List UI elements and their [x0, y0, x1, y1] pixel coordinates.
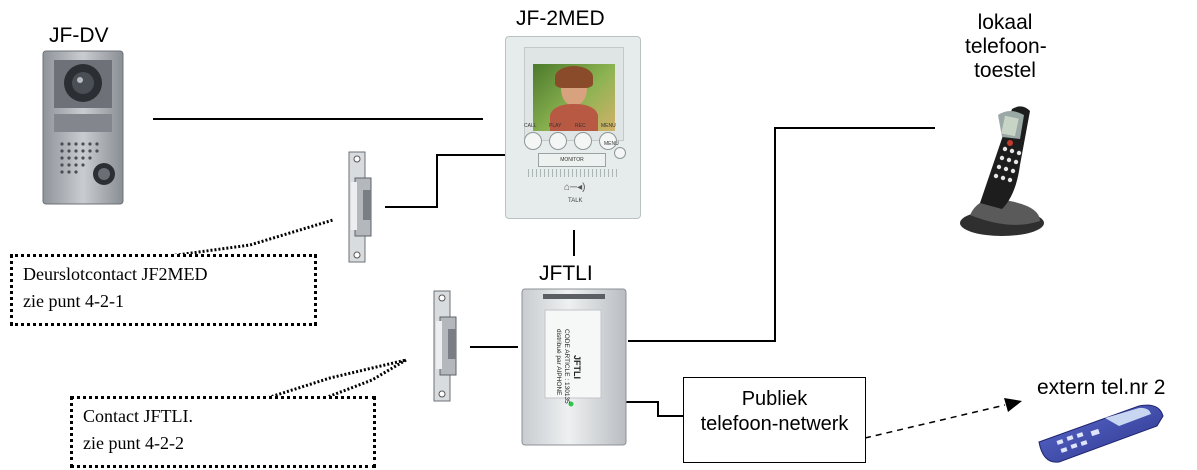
public-network-line2: telefoon-netwerk	[700, 413, 849, 435]
interface-print-code: CODE ARTICLE : 130135	[563, 329, 570, 404]
talk-icon: ⌂─◂)	[564, 182, 586, 193]
monitor-screen	[533, 64, 615, 131]
interface-label: JFTLI	[539, 262, 593, 285]
speaker-grille	[60, 142, 99, 174]
monitor-speaker-slots	[528, 169, 620, 177]
menu-button	[599, 132, 617, 150]
local-phone-label-line2: telefoon-	[965, 35, 1047, 58]
callout-jftli-line2: zie punt 4-2-2	[83, 433, 184, 453]
callout-jf2med: Deurslotcontact JF2MED zie punt 4-2-1	[10, 254, 317, 326]
interface-image	[521, 288, 627, 446]
door-station-image	[42, 50, 124, 205]
call-button	[524, 132, 542, 150]
door-lock-1-image	[348, 151, 372, 263]
public-network-box: Publiek telefoon-netwerk	[683, 377, 866, 463]
menu-small-label: MENU	[604, 141, 619, 147]
external-phone-label: extern tel.nr 2	[1037, 376, 1166, 399]
cordless-phone-image	[960, 106, 1044, 236]
btn-label-menu: MENU	[601, 123, 616, 129]
led-indicator	[568, 401, 574, 407]
btn-label-rec: REC	[575, 123, 586, 129]
mobile-phone-image	[1038, 404, 1164, 463]
wire-network-extern	[864, 404, 1006, 439]
talk-label: TALK	[568, 198, 583, 204]
callout-leader-jf2med	[154, 218, 334, 260]
interface-print: JFTLI CODE ARTICLE : 130135 distribué pa…	[542, 325, 612, 404]
interface-print-distributor: distribué par AIPHONE	[555, 329, 562, 396]
callout-leader-jftli-2	[324, 358, 407, 400]
wire-jftli-localphone	[628, 127, 935, 342]
door-station-label: JF-DV	[49, 24, 109, 47]
public-network-line1: Publiek	[741, 388, 808, 410]
arrow-head	[1004, 398, 1022, 412]
callout-jf2med-line2: zie punt 4-2-1	[23, 291, 124, 311]
monitor-bar: MONITOR	[538, 153, 606, 167]
small-round-button	[614, 147, 626, 159]
rec-button	[574, 132, 592, 150]
monitor-label: JF-2MED	[516, 7, 605, 30]
local-phone-label: lokaal telefoon- toestel	[965, 11, 1047, 83]
local-phone-label-line1: lokaal	[977, 11, 1033, 34]
btn-label-play: PLAY	[549, 123, 562, 129]
local-phone-label-line3: toestel	[974, 59, 1036, 82]
btn-label-call: CALL	[524, 123, 537, 129]
play-button	[549, 132, 567, 150]
monitor-image: CALL PLAY REC MENU MONITOR MENU ⌂─◂) TAL…	[505, 36, 641, 219]
wire-jftli-network	[626, 401, 683, 417]
callout-jf2med-line1: Deurslotcontact JF2MED	[23, 264, 208, 284]
door-lock-2-image	[433, 290, 457, 402]
wire-lock1-monitor	[385, 154, 505, 208]
callout-jftli: Contact JFTLI. zie punt 4-2-2	[70, 396, 376, 468]
callout-jftli-line1: Contact JFTLI.	[83, 406, 193, 426]
interface-print-name: JFTLI	[572, 355, 582, 379]
